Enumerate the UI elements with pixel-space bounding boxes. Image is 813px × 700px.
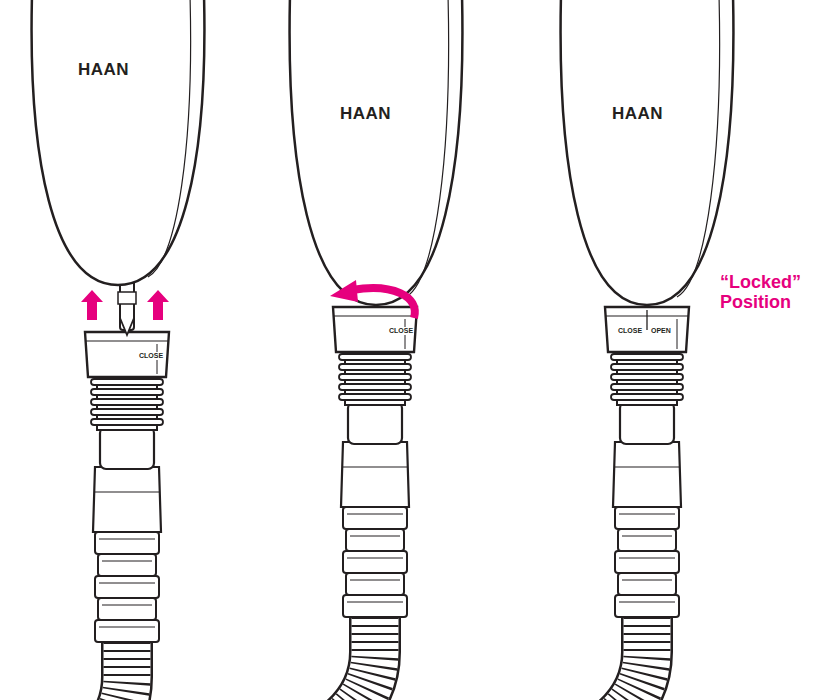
callout-label: “Locked” Position [720,272,806,312]
collar-marking: CLOSE [617,327,643,335]
collar-marking: CLOSE [138,352,164,360]
brand-name: HAAN [340,104,391,124]
collar-marking: OPEN [650,327,672,335]
collar-marking: CLOSE [388,327,414,335]
brand-name: HAAN [78,60,129,80]
brand-name: HAAN [612,104,663,124]
